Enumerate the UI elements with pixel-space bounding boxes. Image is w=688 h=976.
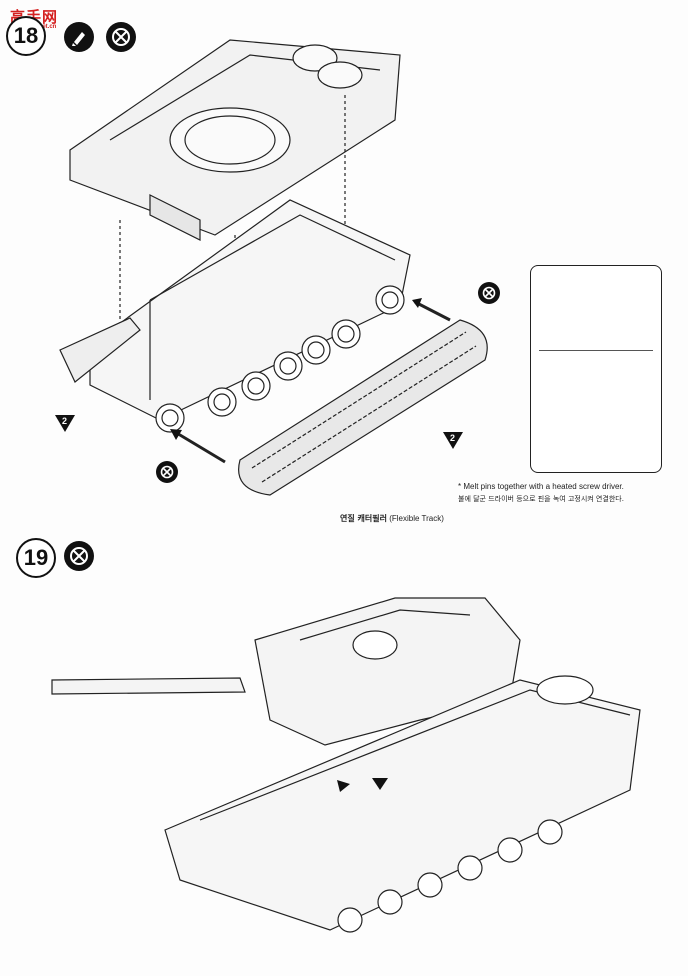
no-cement-icon bbox=[478, 282, 500, 304]
melt-pins-note: * Melt pins together with a heated screw… bbox=[458, 481, 624, 505]
note-korean: 불에 달군 드라이버 등으로 핀을 녹여 고정시켜 연결한다. bbox=[458, 495, 624, 503]
step-19-number: 19 bbox=[16, 538, 56, 578]
no-cement-icon bbox=[156, 461, 178, 483]
track-caption-korean: 연질 캐터필러 bbox=[340, 514, 387, 523]
track-caption: 연질 캐터필러 (Flexible Track) bbox=[340, 513, 444, 524]
step-18-number: 18 bbox=[6, 16, 46, 56]
part-marker-left: 2 bbox=[62, 416, 68, 426]
inset-divider bbox=[539, 350, 653, 351]
note-english: * Melt pins together with a heated screw… bbox=[458, 482, 624, 491]
no-cement-icon bbox=[106, 22, 136, 52]
detail-inset bbox=[530, 265, 662, 473]
no-cement-icon bbox=[64, 541, 94, 571]
part-marker-right: 2 bbox=[450, 433, 456, 443]
cement-icon bbox=[64, 22, 94, 52]
track-caption-english: (Flexible Track) bbox=[389, 514, 444, 523]
